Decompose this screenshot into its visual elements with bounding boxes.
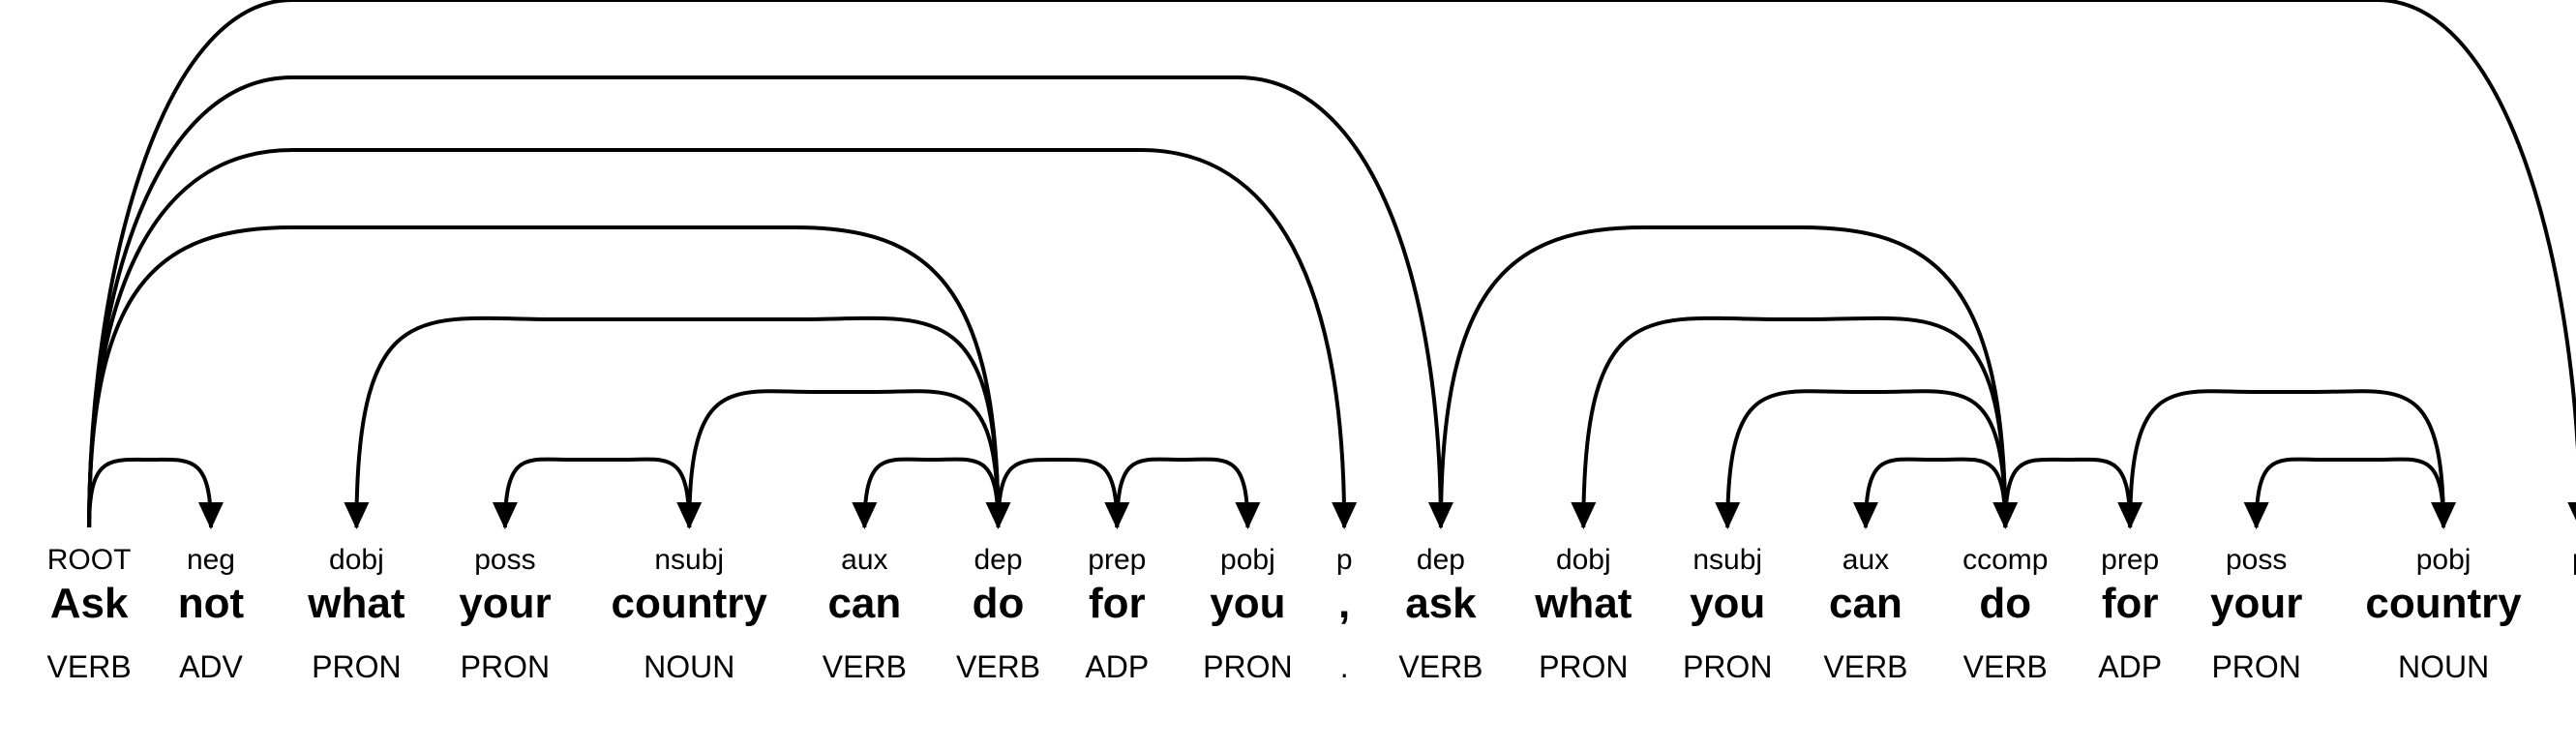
dep-label-2: dobj	[329, 544, 384, 576]
token-1[interactable]: not	[178, 580, 245, 627]
dep-arrowhead-poss-2	[492, 502, 518, 529]
token-8[interactable]: you	[1210, 580, 1285, 627]
token-15[interactable]: for	[2102, 580, 2159, 627]
dep-arrowhead-p-8	[1332, 502, 1358, 529]
dep-arc-nsubj-3	[687, 389, 1001, 528]
pos-tag-11: PRON	[1539, 649, 1628, 684]
token-5[interactable]: can	[827, 580, 901, 627]
pos-tags-layer: VERB ADV PRON PRON NOUN VERB VERB ADP PRON. VERB P…	[47, 649, 2576, 684]
token-10[interactable]: ask	[1405, 580, 1477, 627]
token-2[interactable]: what	[307, 580, 405, 627]
token-4[interactable]: country	[612, 580, 768, 627]
token-14[interactable]: do	[1979, 580, 2031, 627]
dep-arc-ccomp-13	[1438, 225, 2008, 528]
dep-arrowhead-poss-15	[2243, 502, 2269, 529]
pos-tag-10: VERB	[1398, 649, 1483, 684]
dep-arc-p-17	[87, 0, 2576, 528]
dep-arrowhead-nsubj-3	[676, 502, 703, 529]
pos-tag-13: VERB	[1823, 649, 1907, 684]
token-0[interactable]: Ask	[50, 580, 129, 627]
token-9[interactable]: ,	[1338, 580, 1350, 627]
pos-tag-1: ADV	[179, 649, 243, 684]
dep-arrowhead-dobj-1	[344, 502, 370, 529]
dep-label-3: poss	[474, 544, 535, 576]
dep-arc-pobj-7	[1115, 457, 1250, 528]
token-11[interactable]: what	[1534, 580, 1632, 627]
pos-tag-9: .	[1340, 649, 1349, 684]
dep-arrowhead-p-17	[2567, 502, 2576, 521]
dep-label-15: prep	[2101, 544, 2159, 576]
dep-label-10: dep	[1417, 544, 1465, 576]
pos-tag-6: VERB	[956, 649, 1040, 684]
dep-label-4: nsubj	[654, 544, 724, 576]
pos-tag-15: ADP	[2098, 649, 2162, 684]
token-16[interactable]: your	[2210, 580, 2302, 627]
token-17[interactable]: country	[2365, 580, 2522, 627]
dep-label-12: nsubj	[1692, 544, 1762, 576]
pos-tag-5: VERB	[823, 649, 907, 684]
dep-arrowhead-pobj-7	[1235, 502, 1261, 529]
dep-arrowhead-aux-12	[1852, 502, 1878, 529]
pos-tag-17: NOUN	[2398, 649, 2489, 684]
pos-tag-12: PRON	[1683, 649, 1772, 684]
dep-arrowhead-pobj-16	[2431, 502, 2457, 529]
dep-arc-dobj-10	[1581, 315, 2008, 528]
dep-arrowhead-nsubj-11	[1715, 502, 1741, 529]
dep-arc-dep-9	[87, 75, 1443, 528]
token-13[interactable]: can	[1829, 580, 1902, 627]
pos-tag-16: PRON	[2211, 649, 2300, 684]
dep-label-14: ccomp	[1962, 544, 2048, 576]
words-layer: Ask not what your country can do for you, ask what…	[50, 580, 2576, 627]
token-6[interactable]: do	[973, 580, 1025, 627]
arcs-layer	[87, 0, 2576, 529]
dep-arc-dep-5	[87, 225, 1001, 528]
dep-label-7: prep	[1088, 544, 1146, 576]
dep-label-11: dobj	[1556, 544, 1611, 576]
dep-label-0: ROOT	[47, 544, 132, 576]
dep-arc-poss-15	[2254, 457, 2446, 528]
pos-tag-7: ADP	[1085, 649, 1149, 684]
pos-tag-8: PRON	[1203, 649, 1292, 684]
dep-arc-poss-2	[502, 457, 692, 528]
token-7[interactable]: for	[1089, 580, 1146, 627]
dep-arc-aux-4	[862, 457, 1001, 528]
dep-labels-layer: ROOT neg dobj poss nsubj aux dep prep pobj p dep do…	[47, 544, 2576, 576]
dep-label-6: dep	[973, 544, 1022, 576]
pos-tag-3: PRON	[461, 649, 550, 684]
dep-arrowhead-aux-4	[852, 502, 878, 529]
dep-arrowhead-neg-0	[197, 502, 224, 529]
dep-label-13: aux	[1842, 544, 1889, 576]
token-18[interactable]: .	[2574, 580, 2576, 627]
dep-arrowhead-dobj-10	[1571, 502, 1597, 529]
dep-arc-dobj-1	[354, 315, 1001, 528]
pos-tag-2: PRON	[312, 649, 401, 684]
dep-arc-prep-14	[2003, 457, 2133, 528]
dep-label-1: neg	[187, 544, 235, 576]
token-12[interactable]: you	[1690, 580, 1765, 627]
dep-arc-aux-12	[1863, 457, 2008, 528]
pos-tag-0: VERB	[47, 649, 132, 684]
dep-arc-p-8	[87, 148, 1347, 528]
dep-label-8: pobj	[1220, 544, 1275, 576]
dep-label-18: p	[2572, 544, 2576, 576]
dep-arc-neg-0	[87, 457, 213, 528]
pos-tag-4: NOUN	[644, 649, 734, 684]
dep-label-9: p	[1336, 544, 1353, 576]
dep-label-5: aux	[841, 544, 887, 576]
dep-label-16: poss	[2226, 544, 2287, 576]
dep-arc-pobj-16	[2128, 389, 2446, 528]
pos-tag-14: VERB	[1963, 649, 2048, 684]
token-3[interactable]: your	[459, 580, 551, 627]
dep-arc-nsubj-11	[1725, 389, 2008, 528]
dep-arc-prep-6	[996, 457, 1120, 528]
dep-label-17: pobj	[2416, 544, 2471, 576]
